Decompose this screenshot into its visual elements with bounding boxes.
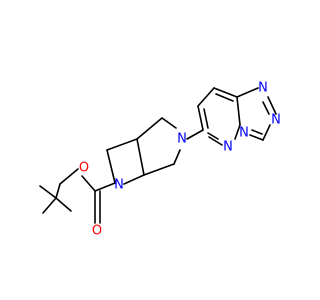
atom-label: N	[271, 113, 281, 128]
bond	[123, 174, 145, 185]
bond	[236, 96, 241, 126]
structure-canvas: O O N N N N N N	[39, 81, 281, 239]
bond	[234, 124, 241, 140]
bond	[173, 149, 181, 165]
bond	[267, 96, 277, 115]
bond	[262, 101, 270, 115]
atom-label: N	[223, 140, 233, 155]
bond	[249, 134, 264, 141]
bond	[207, 132, 219, 140]
bond	[39, 185, 57, 199]
bond	[81, 175, 96, 192]
bond	[59, 168, 79, 185]
atom-label: O	[92, 224, 102, 239]
bond	[197, 87, 215, 107]
atom-label: N	[258, 81, 268, 96]
bond	[94, 182, 116, 192]
bond	[143, 163, 175, 176]
bond	[215, 93, 234, 102]
bond	[55, 197, 72, 212]
bond	[262, 124, 271, 141]
bonds	[39, 87, 277, 224]
bond	[251, 129, 263, 135]
atom-label: N	[177, 132, 187, 147]
bond	[106, 149, 116, 184]
atom-label: O	[79, 161, 89, 176]
bond	[136, 138, 145, 176]
bond	[55, 183, 61, 199]
bond	[106, 138, 138, 151]
bond	[213, 87, 238, 98]
atom-label: N	[239, 126, 249, 141]
bond	[203, 108, 209, 129]
atom-labels: O O N N N N N N	[79, 81, 281, 239]
bond	[42, 197, 57, 214]
bond	[186, 129, 204, 140]
bond	[161, 117, 177, 129]
atom-label: N	[114, 178, 124, 193]
bond	[136, 117, 163, 140]
bond	[236, 87, 259, 98]
bond	[197, 105, 204, 131]
bond	[208, 136, 223, 146]
